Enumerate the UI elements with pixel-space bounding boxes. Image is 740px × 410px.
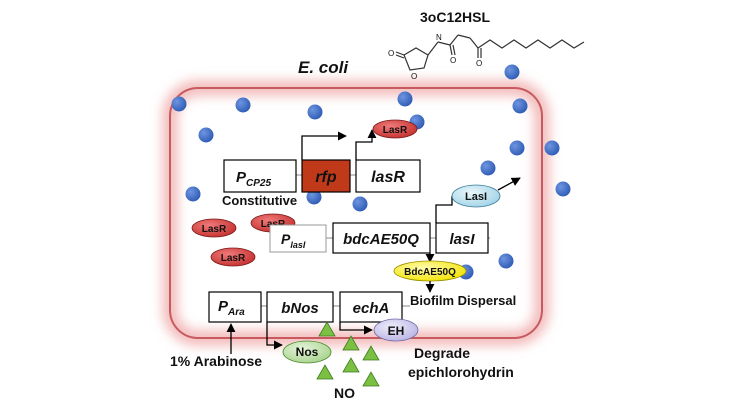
lasR-protein-top-label: LasR (383, 125, 408, 136)
3oC12HSL-structure (395, 34, 585, 71)
promoter-lasI-box (269, 224, 327, 253)
promoter-cp25-label: PCP25 (236, 169, 271, 189)
signal-dot (504, 64, 520, 80)
degrade-line1: Degrade (414, 345, 470, 361)
3oC12HSL-O1: O (388, 49, 394, 58)
bdcAE50Q-gene-label: bdcAE50Q (343, 231, 419, 248)
no-triangle (342, 335, 360, 351)
signal-dot (498, 253, 514, 269)
signal-dot (544, 140, 560, 156)
cp25-transcription-arrow (301, 131, 347, 160)
biofilm-dispersal-label: Biofilm Dispersal (410, 293, 516, 308)
constitutive-label: Constitutive (222, 193, 297, 208)
no-triangle (342, 357, 360, 373)
lasI-gene-label: lasI (449, 231, 475, 248)
lasR-translation-arrow (355, 129, 377, 160)
nos-protein-label: Nos (296, 345, 319, 359)
signal-dot (235, 97, 251, 113)
3oC12HSL-O2: O (411, 72, 417, 81)
echA-product-arrow (339, 322, 373, 335)
no-triangle (362, 371, 380, 387)
promoter-lasI-label: PlasI (281, 231, 306, 250)
cell-membrane (169, 87, 543, 339)
ecoli-label: E. coli (298, 58, 349, 77)
bNos-product-arrow (266, 322, 283, 350)
signal-dot (509, 140, 525, 156)
bNos-gene-label: bNos (281, 300, 319, 317)
no-triangle (316, 364, 334, 380)
nos-protein (282, 340, 332, 364)
bdcAE50Q-gene-box (332, 222, 431, 254)
signal-dot (397, 91, 413, 107)
lasR-gene-box (355, 159, 421, 193)
signal-dot (185, 186, 201, 202)
lasI-gene-box (435, 222, 489, 254)
lasR-protein-top (372, 119, 418, 139)
signal-dot (480, 160, 496, 176)
lasI-transcription-arrow (435, 196, 453, 223)
signal-dot (352, 196, 368, 212)
promoter-ara-box (208, 291, 262, 323)
no-molecules (316, 321, 380, 387)
promoter-cp25-box (223, 159, 297, 193)
lasR-protein-1 (191, 218, 237, 238)
signal-dot (198, 127, 214, 143)
echA-gene-label: echA (353, 300, 390, 317)
lasR-gene-label: lasR (371, 169, 405, 186)
lasI-protein-label: LasI (465, 191, 487, 203)
arabinose-label: 1% Arabinose (170, 353, 262, 369)
bNos-gene-box (266, 291, 334, 323)
bdcAE50Q-protein-label: BdcAE50Q (404, 267, 456, 278)
lasI-to-signal-arrow (497, 177, 521, 191)
rfp-box (301, 159, 351, 193)
3oC12HSL-N: N (436, 33, 442, 42)
rfp-label: rfp (315, 169, 337, 186)
lasR-protein-1-label: LasR (202, 224, 227, 235)
promoter-ara-label: PAra (218, 298, 245, 318)
lasI-protein (451, 184, 501, 208)
eh-protein (373, 318, 419, 342)
signal-dot (171, 96, 187, 112)
3oC12HSL-O3: O (450, 56, 456, 65)
signal-dot (306, 189, 322, 205)
lasR-protein-3-label: LasR (221, 253, 246, 264)
echA-gene-box (339, 291, 403, 323)
signal-dot (555, 181, 571, 197)
no-label: NO (334, 385, 355, 401)
no-triangle (318, 321, 336, 337)
signal-dot (512, 98, 528, 114)
lasR-protein-3 (210, 247, 256, 267)
no-triangle (362, 345, 380, 361)
eh-protein-label: EH (388, 324, 405, 338)
signal-dot (307, 104, 323, 120)
molecule-label: 3oC12HSL (420, 9, 490, 25)
degrade-line2: epichlorohydrin (408, 364, 514, 380)
3oC12HSL-O4: O (476, 59, 482, 68)
